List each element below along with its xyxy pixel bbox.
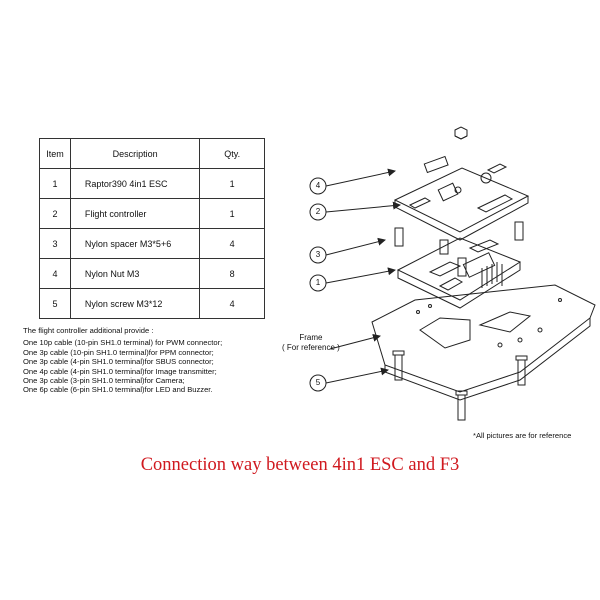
cell-qty: 1: [199, 168, 265, 199]
callout-4: 4: [315, 181, 321, 190]
nylon-spacers: [394, 221, 524, 277]
cell-qty: 1: [199, 198, 265, 229]
flight-controller-board: [393, 155, 530, 241]
cell-item: 3: [39, 228, 71, 259]
frame-label-sub: ( For reference ): [282, 343, 340, 352]
table-header-row: Item Description Qty.: [39, 138, 265, 169]
callout-1: 1: [315, 278, 321, 287]
cell-item: 5: [39, 288, 71, 319]
callout-3: 3: [315, 250, 321, 259]
cell-description: Raptor390 4in1 ESC: [69, 168, 201, 199]
callout-2: 2: [315, 207, 321, 216]
table-row: 5 Nylon screw M3*12 4: [39, 288, 265, 319]
notes-line: One 6p cable (6-pin SH1.0 terminal)for L…: [23, 385, 213, 395]
accessory-notes: The flight controller additional provide…: [23, 326, 313, 395]
notes-line: One 3p cable (3-pin SH1.0 terminal)for C…: [23, 376, 185, 386]
frame-label-title: Frame: [299, 333, 323, 342]
cell-description: Nylon screw M3*12: [69, 288, 201, 319]
notes-heading: The flight controller additional provide…: [23, 326, 154, 335]
callout-5: 5: [315, 378, 321, 387]
notes-line: One 4p cable (4-pin SH1.0 terminal)for I…: [23, 366, 217, 376]
table-row: 4 Nylon Nut M3 8: [39, 258, 265, 289]
nylon-screws: [392, 350, 528, 421]
nylon-nuts: [454, 126, 468, 140]
reference-note: *All pictures are for reference: [473, 431, 572, 440]
pin-header: [481, 262, 503, 288]
notes-line: One 3p cable (4-pin SH1.0 terminal)for S…: [23, 357, 214, 367]
notes-line: One 3p cable (10-pin SH1.0 terminal)for …: [23, 347, 214, 357]
table-row: 3 Nylon spacer M3*5+6 4: [39, 228, 265, 259]
cell-item: 4: [39, 258, 71, 289]
table-row: 1 Raptor390 4in1 ESC 1: [39, 168, 265, 199]
table-row: 2 Flight controller 1: [39, 198, 265, 229]
cell-qty: 4: [199, 288, 265, 319]
cell-description: Nylon Nut M3: [69, 258, 201, 289]
parts-table: Item Description Qty. 1 Raptor390 4in1 E…: [39, 138, 265, 319]
header-item: Item: [39, 138, 71, 169]
leader-arrows: [325, 168, 401, 384]
frame-label: Frame ( For reference ): [282, 333, 340, 353]
notes-line: One 10p cable (10-pin SH1.0 terminal) fo…: [23, 338, 223, 348]
diagram-caption: Connection way between 4in1 ESC and F3: [140, 455, 460, 475]
frame-plate: [371, 284, 596, 401]
